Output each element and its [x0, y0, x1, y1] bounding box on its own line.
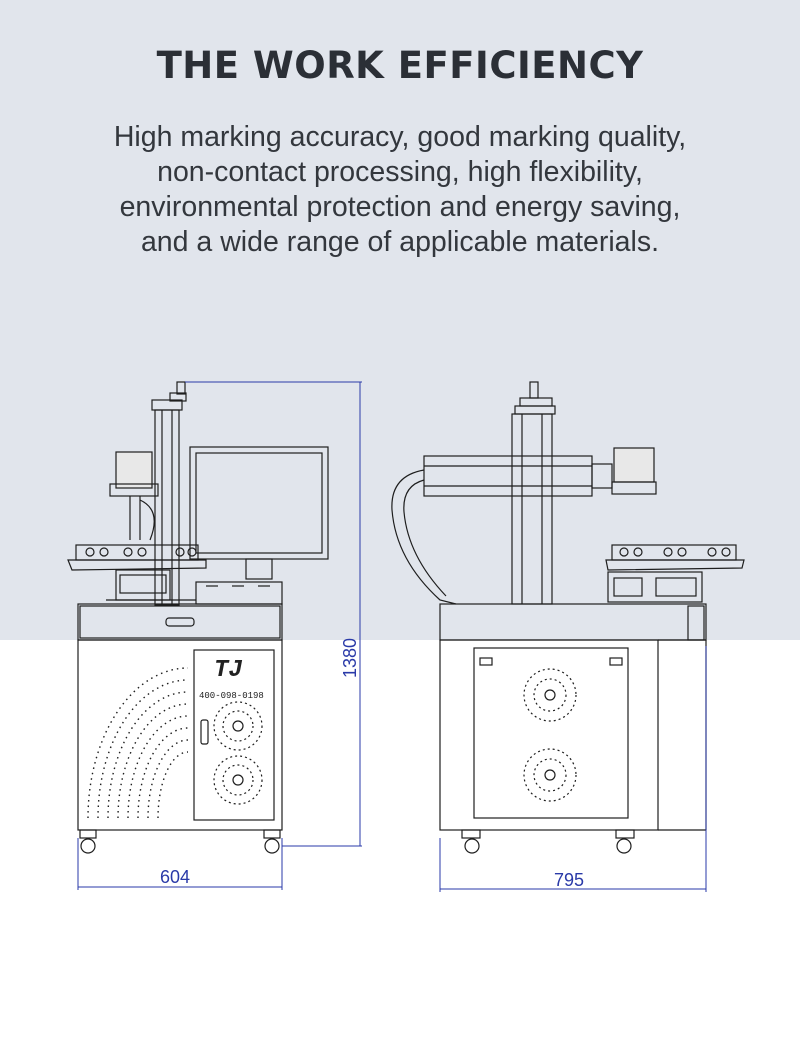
- brand-logo: TJ: [214, 657, 243, 684]
- top-background-band: [0, 0, 800, 640]
- page-title: THE WORK EFFICIENCY: [156, 44, 644, 87]
- panel-phone-number: 400-098-0198: [199, 691, 264, 701]
- front-view: TJ 400-098-0198: [67, 381, 329, 854]
- description-line: High marking accuracy, good marking qual…: [113, 121, 687, 153]
- side-view: [391, 381, 745, 854]
- width-dimension-label: 604: [160, 867, 190, 887]
- depth-dimension-label: 795: [554, 870, 584, 890]
- description-line: environmental protection and energy savi…: [119, 191, 681, 223]
- description: High marking accuracy, good marking qual…: [40, 120, 760, 260]
- description-line: and a wide range of applicable materials…: [140, 226, 660, 258]
- height-dimension-label: 1380: [340, 638, 360, 678]
- description-line: non-contact processing, high flexibility…: [157, 156, 643, 188]
